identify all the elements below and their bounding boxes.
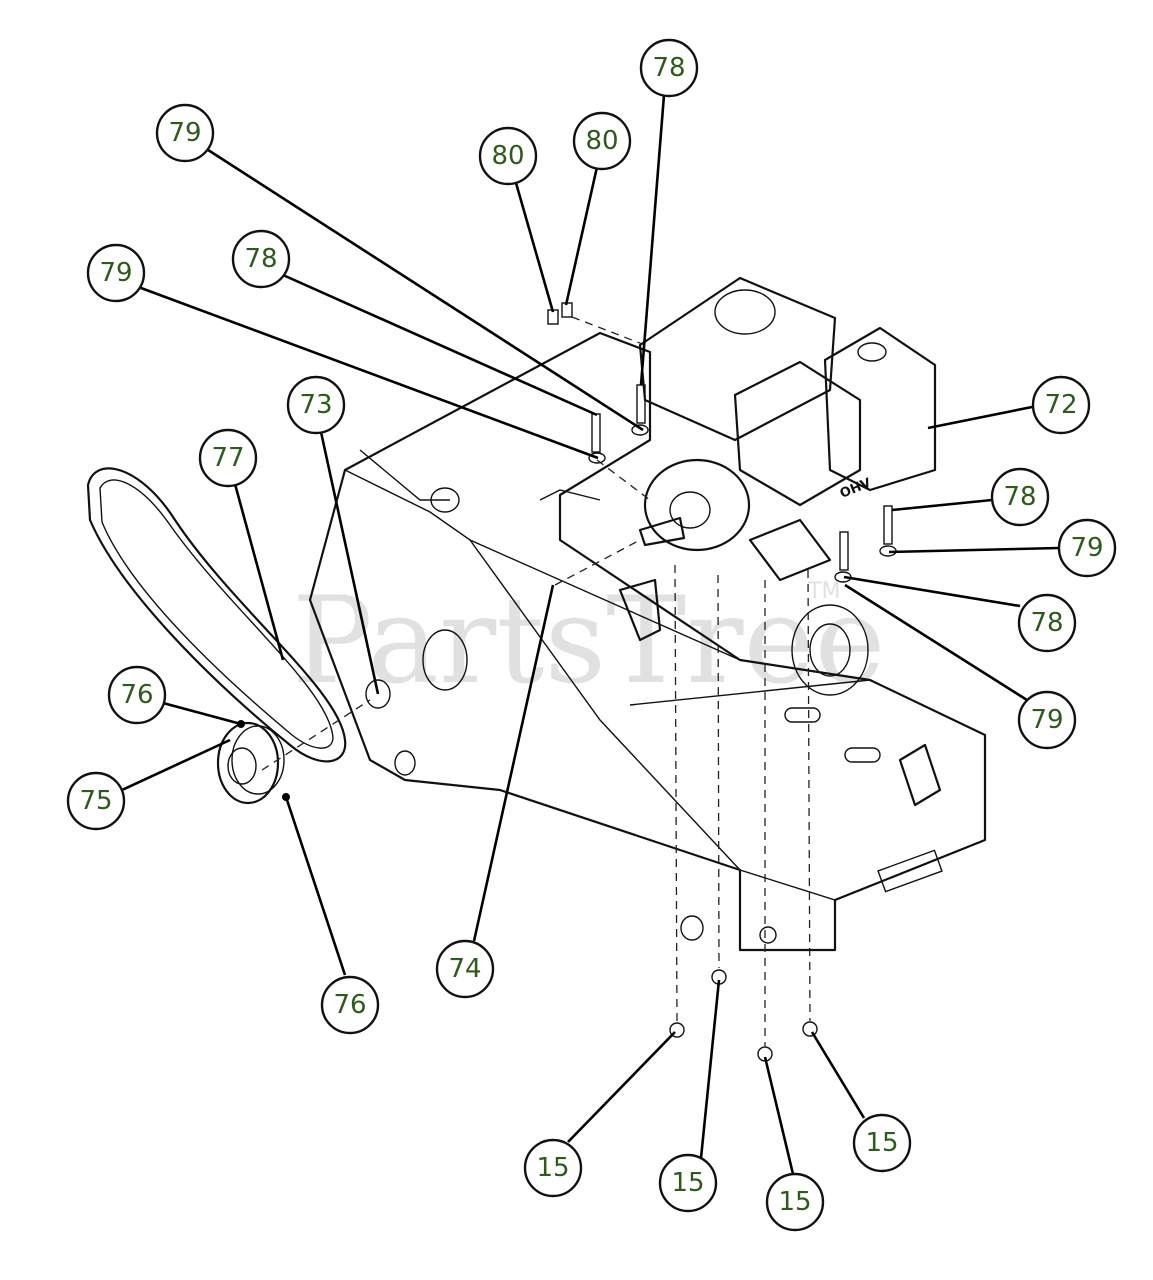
callout-78-top: 78	[639, 38, 699, 98]
callout-78-mid: 78	[231, 229, 291, 289]
callout-15-a: 15	[523, 1138, 583, 1198]
callout-label: 78	[652, 53, 685, 83]
callout-80-a: 80	[478, 126, 538, 186]
chassis-frame	[308, 331, 987, 952]
watermark-text: PartsTree	[292, 572, 886, 711]
leader-dot-76-bottom	[282, 793, 290, 801]
callout-label: 77	[211, 443, 244, 473]
callout-label: 79	[168, 118, 201, 148]
callout-label: 79	[1070, 533, 1103, 563]
belt-and-pulley	[86, 467, 347, 805]
callout-78-right-low: 78	[1017, 593, 1077, 653]
callout-79-right: 79	[1057, 518, 1117, 578]
callout-15-c: 15	[765, 1172, 825, 1232]
callout-label: 15	[671, 1168, 704, 1198]
callout-label: 76	[333, 990, 366, 1020]
callout-label: 75	[79, 786, 112, 816]
callout-73: 73	[286, 375, 346, 435]
engine: OHV	[638, 276, 937, 582]
leader-dot-76-top	[237, 720, 245, 728]
callout-label: 72	[1044, 390, 1077, 420]
callout-label: 78	[1003, 482, 1036, 512]
callout-72: 72	[1031, 375, 1091, 435]
callout-79-left: 79	[86, 243, 146, 303]
callout-label: 78	[1030, 608, 1063, 638]
callout-label: 76	[120, 680, 153, 710]
callout-label: 80	[585, 126, 618, 156]
callout-label: 80	[491, 141, 524, 171]
callout-79-top: 79	[155, 103, 215, 163]
callout-15-d: 15	[852, 1113, 912, 1173]
callout-76-bottom: 76	[320, 975, 380, 1035]
callout-label: 15	[536, 1153, 569, 1183]
callout-79-right-low: 79	[1017, 690, 1077, 750]
callout-78-right: 78	[990, 467, 1050, 527]
assembly-lines	[261, 316, 811, 1046]
callout-label: 78	[244, 244, 277, 274]
callout-74: 74	[435, 939, 495, 999]
callout-label: 79	[1030, 705, 1063, 735]
callout-label: 79	[99, 258, 132, 288]
callout-label: 15	[865, 1128, 898, 1158]
callout-75: 75	[66, 771, 126, 831]
watermark-trademark: TM	[807, 579, 840, 604]
callout-76-top: 76	[107, 665, 167, 725]
callout-label: 74	[448, 954, 481, 984]
callout-15-b: 15	[658, 1153, 718, 1213]
callout-77: 77	[198, 428, 258, 488]
leader-lines	[121, 94, 1060, 1175]
callout-80-b: 80	[572, 111, 632, 171]
callout-label: 15	[778, 1187, 811, 1217]
watermark: PartsTree TM	[292, 572, 886, 711]
callout-label: 73	[299, 390, 332, 420]
